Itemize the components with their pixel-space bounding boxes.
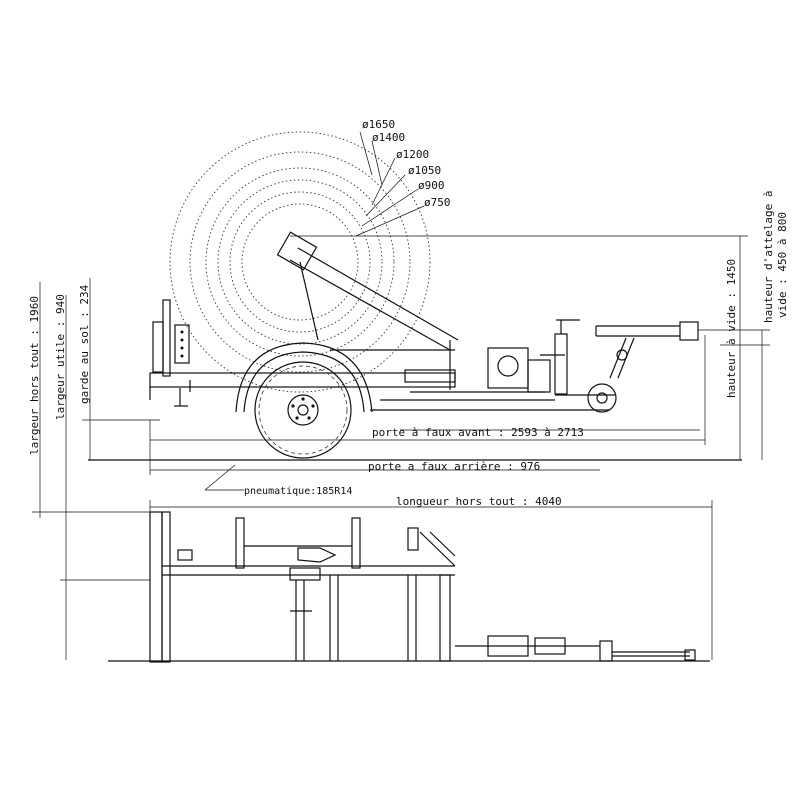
- label-useful-width: largeur utile : 940: [54, 294, 67, 420]
- rear-stand: [152, 321, 164, 373]
- diameter-leaders: [355, 131, 425, 237]
- dimension-labels: largeur hors tout : 1960 largeur utile :…: [28, 191, 789, 508]
- hitch-ring: [679, 321, 699, 341]
- label-overall-length: longueur hors tout : 4040: [396, 495, 562, 508]
- drum-circle-1400: [189, 151, 411, 373]
- jockey-wheel: [587, 383, 617, 413]
- drum-hub: [276, 231, 318, 271]
- fender: [235, 342, 373, 413]
- drum-circle-750: [241, 203, 359, 321]
- trailer-plan-view: [108, 511, 710, 663]
- front-jack: [554, 333, 568, 395]
- reel-mechanism: [487, 347, 529, 389]
- label-d900: ø900: [418, 179, 445, 192]
- label-hitch-height-1: hauteur d'attelage à: [762, 191, 775, 323]
- label-empty-height: hauteur à vide : 1450: [725, 259, 738, 398]
- label-tyre: pneumatique:185R14: [244, 486, 352, 497]
- drum-circle-1200: [205, 167, 395, 357]
- label-d1650: ø1650: [362, 118, 395, 131]
- label-hitch-height-2: vide : 450 à 800: [776, 212, 789, 318]
- drum-circle-900: [229, 191, 371, 333]
- label-d1400: ø1400: [372, 131, 405, 144]
- label-overall-width: largeur hors tout : 1960: [28, 296, 41, 455]
- label-d1200: ø1200: [396, 148, 429, 161]
- drum-circle-1050: [217, 179, 383, 345]
- diameter-labels: ø1650 ø1400 ø1200 ø1050 ø900 ø750: [362, 118, 451, 209]
- trailer-side-view: [88, 231, 742, 461]
- dimension-lines: [32, 235, 770, 660]
- chassis-beam: [149, 372, 456, 388]
- label-ground-clearance: garde au sol : 234: [78, 284, 91, 404]
- label-rear-overhang: porte a faux arrière : 976: [368, 460, 540, 473]
- drum-circle-1650: [169, 131, 431, 393]
- label-front-overhang: porte à faux avant : 2593 à 2713: [372, 426, 584, 439]
- drum-circles: [169, 131, 431, 393]
- label-d750: ø750: [424, 196, 451, 209]
- wheel: [254, 361, 352, 459]
- label-d1050: ø1050: [408, 164, 441, 177]
